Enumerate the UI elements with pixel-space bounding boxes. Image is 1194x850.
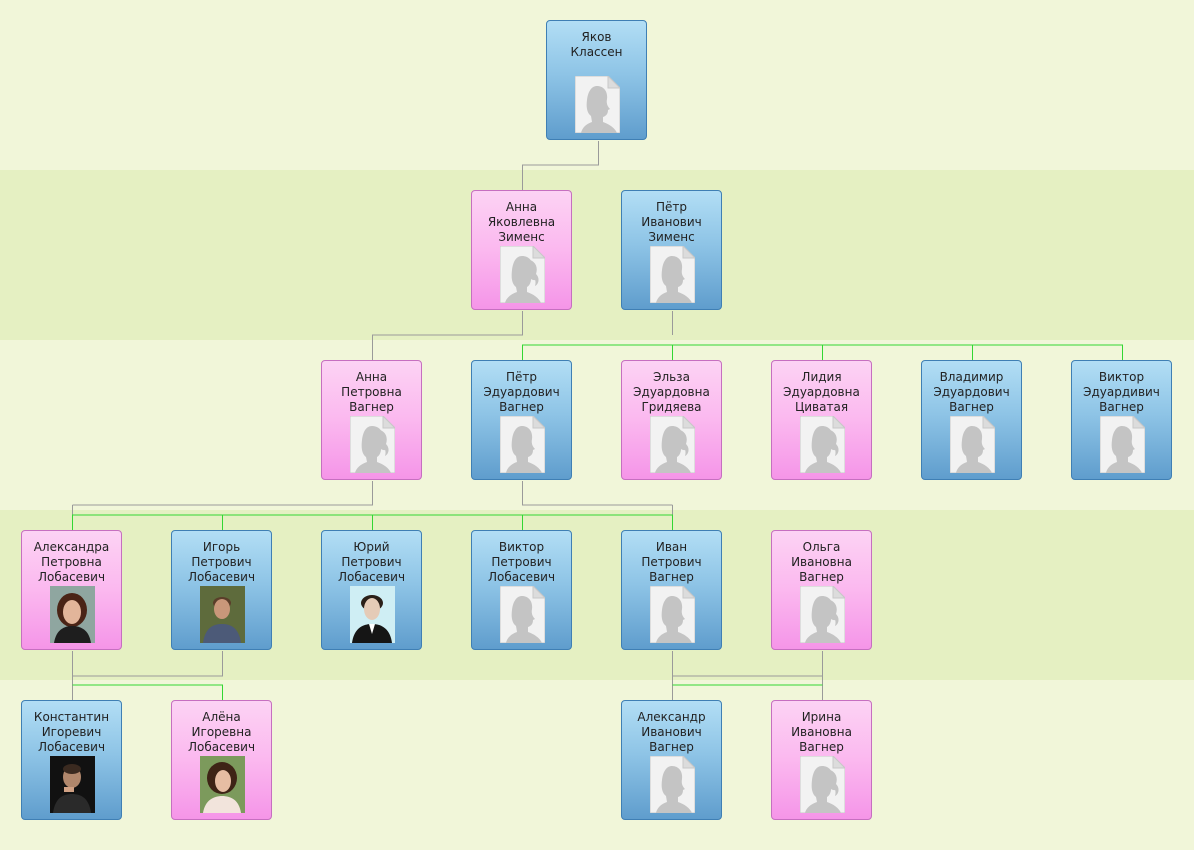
person-name: Александра Петровна Лобасевич	[33, 540, 110, 584]
portrait-photo	[50, 756, 95, 813]
person-silhouette-icon	[799, 414, 847, 474]
person-card-anna-zimens[interactable]: Анна Яковлевна Зименс	[471, 190, 572, 310]
portrait-photo	[50, 586, 95, 643]
person-card-viktor-lobasevich[interactable]: Виктор Петрович Лобасевич	[471, 530, 572, 650]
parent-connector	[372, 311, 523, 360]
person-silhouette-icon	[499, 414, 547, 474]
person-name: Владимир Эдуардович Вагнер	[933, 370, 1010, 414]
person-silhouette-icon	[649, 754, 697, 814]
parent-connector	[72, 481, 373, 506]
sibling-connector	[72, 684, 223, 700]
person-name: Юрий Петрович Лобасевич	[337, 540, 406, 584]
person-card-lidia-tsivataya[interactable]: Лидия Эдуардовна Циватая	[771, 360, 872, 480]
person-card-olga-vagner[interactable]: Ольга Ивановна Вагнер	[771, 530, 872, 650]
person-silhouette-icon	[499, 584, 547, 644]
person-card-viktor-vagner[interactable]: Виктор Эдуардивич Вагнер	[1071, 360, 1172, 480]
person-card-yuri-lobasevich[interactable]: Юрий Петрович Лобасевич	[321, 530, 422, 650]
person-name: Константин Игоревич Лобасевич	[33, 710, 110, 754]
person-name: Виктор Петрович Лобасевич	[487, 540, 556, 584]
person-silhouette-icon	[649, 584, 697, 644]
person-name: Пётр Эдуардович Вагнер	[483, 370, 560, 414]
person-name: Алёна Игоревна Лобасевич	[187, 710, 256, 754]
generation-band-2	[0, 170, 1194, 340]
person-name: Ирина Ивановна Вагнер	[791, 710, 852, 754]
person-name: Ольга Ивановна Вагнер	[791, 540, 852, 584]
parent-connector	[522, 481, 673, 506]
person-card-vladimir-vagner[interactable]: Владимир Эдуардович Вагнер	[921, 360, 1022, 480]
person-card-petr-zimens[interactable]: Пётр Иванович Зименс	[621, 190, 722, 310]
person-card-alexandra-lobasevich[interactable]: Александра Петровна Лобасевич	[21, 530, 122, 650]
portrait-photo	[350, 586, 395, 643]
parent-connector	[522, 141, 599, 190]
person-name: Анна Яковлевна Зименс	[487, 200, 556, 244]
person-card-petr-vagner[interactable]: Пётр Эдуардович Вагнер	[471, 360, 572, 480]
person-name: Эльза Эдуардовна Гридяева	[633, 370, 710, 414]
person-card-alexandr-vagner[interactable]: Александр Иванович Вагнер	[621, 700, 722, 820]
person-card-igor-lobasevich[interactable]: Игорь Петрович Лобасевич	[171, 530, 272, 650]
person-card-ivan-vagner[interactable]: Иван Петрович Вагнер	[621, 530, 722, 650]
person-name: Лидия Эдуардовна Циватая	[783, 370, 860, 414]
person-name: Александр Иванович Вагнер	[637, 710, 706, 754]
person-name: Игорь Петрович Лобасевич	[187, 540, 256, 584]
person-silhouette-icon	[499, 244, 547, 304]
person-card-alena-lobasevich[interactable]: Алёна Игоревна Лобасевич	[171, 700, 272, 820]
person-silhouette-icon	[349, 414, 397, 474]
person-card-konstantin-lobasevich[interactable]: Константин Игоревич Лобасевич	[21, 700, 122, 820]
person-silhouette-icon	[649, 244, 697, 304]
person-card-yakov-klassen[interactable]: Яков Классен	[546, 20, 647, 140]
person-silhouette-icon	[1099, 414, 1147, 474]
person-silhouette-icon	[649, 414, 697, 474]
parent-connector	[672, 651, 823, 677]
person-silhouette-icon	[574, 74, 622, 134]
person-card-elza-gridyaeva[interactable]: Эльза Эдуардовна Гридяева	[621, 360, 722, 480]
person-name: Яков Классен	[570, 30, 623, 59]
person-card-irina-vagner[interactable]: Ирина Ивановна Вагнер	[771, 700, 872, 820]
person-silhouette-icon	[949, 414, 997, 474]
person-name: Иван Петрович Вагнер	[641, 540, 702, 584]
portrait-photo	[200, 756, 245, 813]
portrait-photo	[200, 586, 245, 643]
person-card-anna-vagner[interactable]: Анна Петровна Вагнер	[321, 360, 422, 480]
person-silhouette-icon	[799, 754, 847, 814]
person-name: Виктор Эдуардивич Вагнер	[1083, 370, 1160, 414]
person-silhouette-icon	[799, 584, 847, 644]
person-name: Анна Петровна Вагнер	[341, 370, 402, 414]
person-name: Пётр Иванович Зименс	[641, 200, 702, 244]
parent-connector	[72, 651, 223, 677]
